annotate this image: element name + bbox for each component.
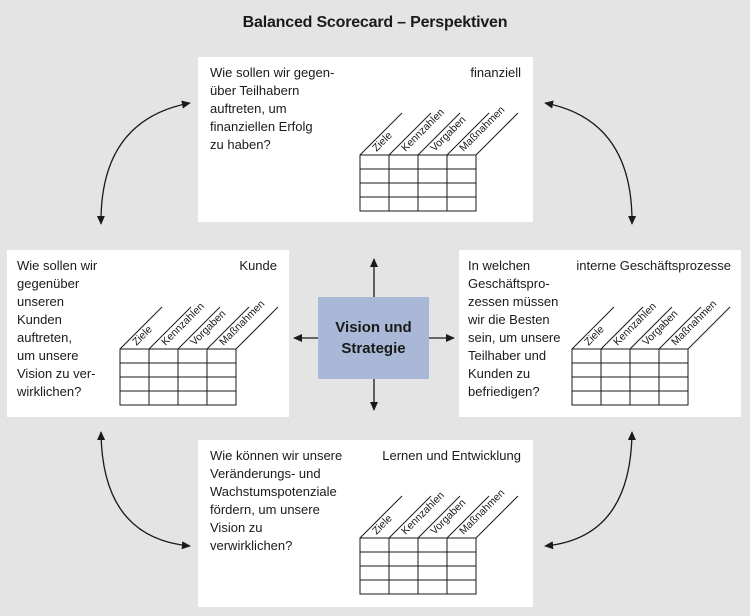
curved-arrow-bottom-left xyxy=(97,431,191,550)
grid-header-divider xyxy=(446,112,490,156)
grid-header-divider xyxy=(359,112,403,156)
perspective-question: Wie sollen wir gegenüber unseren Kunden … xyxy=(17,258,98,399)
grid-header-label: Ziele xyxy=(370,512,395,537)
grid-header-divider xyxy=(475,112,519,156)
perspective-label: Lernen und Entwicklung xyxy=(382,448,521,463)
grid-header-divider xyxy=(359,495,403,539)
perspective-label: Kunde xyxy=(239,258,277,273)
perspective-question: In welchen Geschäftspro- zessen müssen w… xyxy=(468,258,561,399)
curved-arrow-top-right xyxy=(544,100,637,225)
grid-header-label: Maßnahmen xyxy=(217,298,267,348)
grid-header-divider xyxy=(148,306,192,350)
grid-header-divider xyxy=(388,112,432,156)
grid-header-divider xyxy=(687,306,731,350)
grid-header-divider xyxy=(475,495,519,539)
grid-header-divider xyxy=(388,495,432,539)
grid-header-divider xyxy=(571,306,615,350)
diagram-title: Balanced Scorecard – Perspektiven xyxy=(242,14,508,31)
perspective-label: finanziell xyxy=(470,65,521,80)
vision-strategie-box: Vision und Strategie xyxy=(318,297,429,379)
perspective-question: Wie sollen wir gegen- über Teilhabern au… xyxy=(210,65,335,152)
grid-header-divider xyxy=(119,306,163,350)
grid-header-divider xyxy=(446,495,490,539)
grid-header-divider xyxy=(658,306,702,350)
grid-header-label: Ziele xyxy=(370,129,395,154)
curved-arrow-top-left xyxy=(96,100,191,225)
grid-header-label: Maßnahmen xyxy=(669,298,719,348)
perspective-question: Wie können wir unsere Veränderungs- und … xyxy=(210,448,343,553)
grid-header-divider xyxy=(417,112,461,156)
grid-header-label: Maßnahmen xyxy=(457,104,507,154)
grid-header-divider xyxy=(206,306,250,350)
grid-header-label: Ziele xyxy=(582,323,607,348)
curved-arrow-bottom-right xyxy=(544,431,636,550)
perspective-label: interne Geschäftsprozesse xyxy=(576,258,731,273)
grid-header-divider xyxy=(177,306,221,350)
grid-header-label: Maßnahmen xyxy=(457,487,507,537)
grid-header-divider xyxy=(600,306,644,350)
perspective-box-finanziell: Wie sollen wir gegen- über Teilhabern au… xyxy=(198,57,533,222)
grid-header-label: Ziele xyxy=(130,323,155,348)
grid-header-divider xyxy=(629,306,673,350)
grid-header-divider xyxy=(235,306,279,350)
grid-header-divider xyxy=(417,495,461,539)
